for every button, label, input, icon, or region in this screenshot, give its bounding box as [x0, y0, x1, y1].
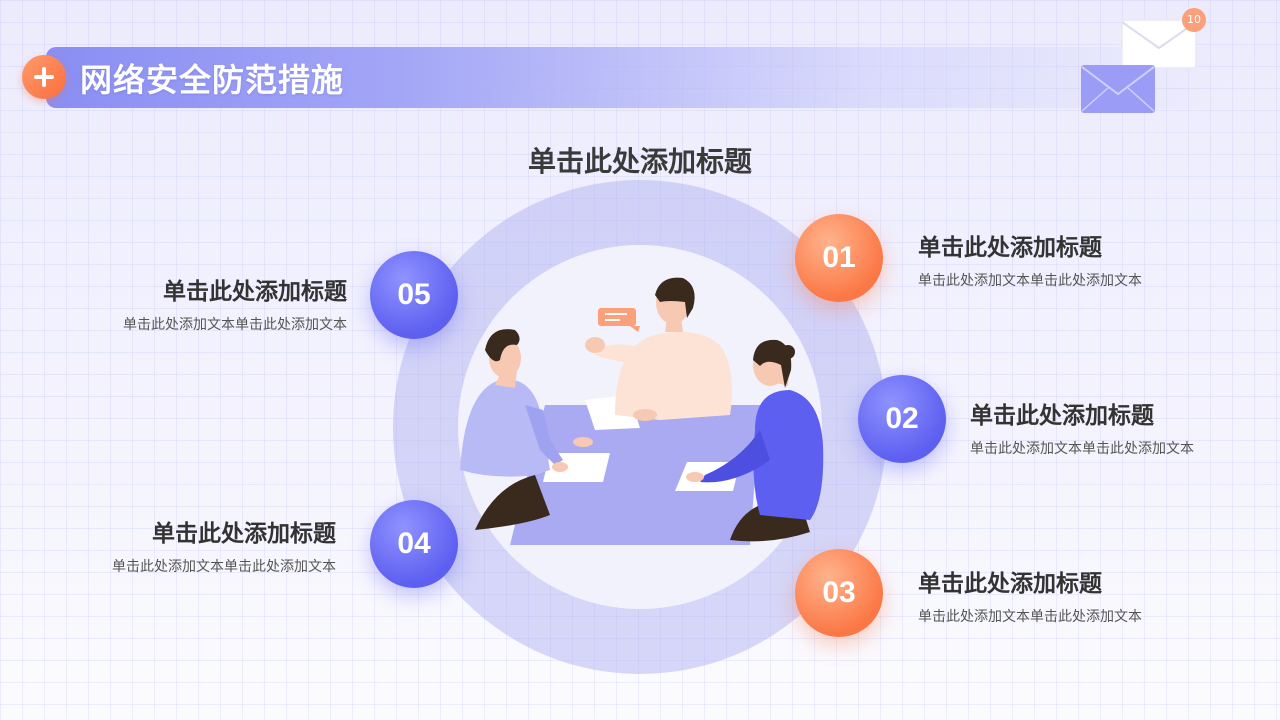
item-text-02[interactable]: 单击此处添加文本单击此处添加文本 [970, 441, 1194, 457]
number-badge-05: 05 [370, 251, 458, 339]
meeting-illustration-icon [460, 277, 824, 545]
mail-icon-purple [1081, 65, 1155, 113]
item-title-04[interactable]: 单击此处添加标题 [152, 521, 336, 547]
page-title: 网络安全防范措施 [80, 61, 345, 99]
number-badge-04: 04 [370, 500, 458, 588]
section-title: 单击此处添加标题 [527, 145, 752, 178]
item-text-03[interactable]: 单击此处添加文本单击此处添加文本 [918, 609, 1142, 625]
number-badge-01: 01 [795, 214, 883, 302]
number-badge-03: 03 [795, 549, 883, 637]
title-banner [46, 47, 1226, 108]
item-title-05[interactable]: 单击此处添加标题 [163, 279, 347, 305]
item-text-01[interactable]: 单击此处添加文本单击此处添加文本 [918, 273, 1142, 289]
item-title-02[interactable]: 单击此处添加标题 [970, 403, 1154, 429]
item-title-03[interactable]: 单击此处添加标题 [918, 571, 1102, 597]
mail-icon [1121, 19, 1197, 69]
plus-icon [22, 55, 66, 99]
notification-badge: 10 [1182, 8, 1206, 32]
item-text-05[interactable]: 单击此处添加文本单击此处添加文本 [123, 317, 347, 333]
item-title-01[interactable]: 单击此处添加标题 [918, 235, 1102, 261]
item-text-04[interactable]: 单击此处添加文本单击此处添加文本 [112, 559, 336, 575]
number-badge-02: 02 [858, 375, 946, 463]
